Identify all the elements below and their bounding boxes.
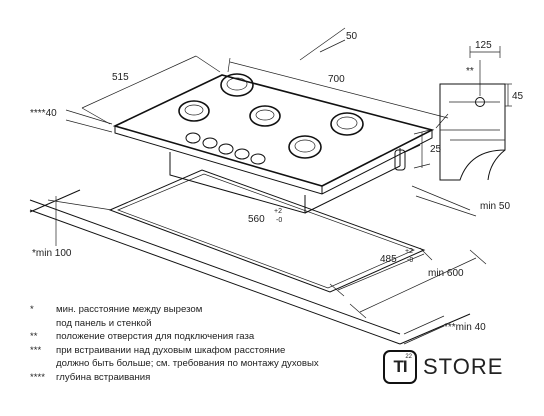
control-knobs	[185, 132, 266, 165]
detail-side-profile: 125 ** 45	[439, 40, 524, 181]
footnote-line: должно быть больше; см. требования по мо…	[56, 358, 319, 370]
footnote-item: * мин. расстояние между вырезом под панель…	[30, 303, 375, 330]
footnote-mark: ****	[30, 371, 45, 383]
dim-485-label: 485	[380, 254, 397, 265]
footnote-mark: ***	[30, 344, 42, 356]
dim-min600-label: min 600	[428, 268, 464, 279]
footnote-line: при встраивании над духовым шкафом расст…	[56, 344, 286, 356]
logo-superscript: 22	[405, 354, 412, 360]
logo-mark: TI	[393, 357, 407, 376]
dim-min100: *min 100	[32, 196, 113, 259]
dim-515-label: 515	[112, 72, 129, 83]
burner-front	[288, 135, 322, 159]
dim-560: 560 +2 -0	[248, 208, 282, 225]
footnote-line: глубина встраивания	[56, 371, 151, 383]
footnote-text: при встраивании над духовым шкафом расст…	[56, 344, 375, 371]
footnotes: * мин. расстояние между вырезом под панель…	[30, 303, 375, 385]
dim-50-top-label: 50	[346, 31, 358, 42]
burners	[178, 73, 364, 159]
footnote-item: ** положение отверстия для подключения га…	[30, 330, 375, 344]
dim-45-label: 45	[512, 91, 524, 102]
dim-min50: min 50	[411, 185, 510, 217]
dim-485-tol-minus: -0	[407, 257, 413, 264]
burner-right	[330, 112, 364, 136]
dim-485: 485 +2 -0	[329, 247, 433, 297]
dim-515: 515	[81, 55, 221, 125]
footnote-text: положение отверстия для подключения газа	[56, 330, 375, 344]
footnote-mark: *	[30, 304, 34, 315]
dim-560-tol-minus: -0	[276, 217, 282, 224]
dim-40-left: ****40	[30, 108, 113, 133]
footnote-text: мин. расстояние между вырезом под панель …	[56, 303, 375, 330]
dim-50-top: 50	[299, 27, 358, 61]
ti-store-logo: TI 22 STORE	[383, 350, 531, 384]
burner-left	[178, 100, 210, 122]
dim-25: 25	[413, 129, 442, 169]
dim-125-label: 125	[475, 40, 492, 51]
footnote-text: глубина встраивания	[56, 371, 375, 385]
footnote-line: положение отверстия для подключения газа	[56, 331, 255, 343]
logo-badge: TI 22	[383, 350, 417, 384]
footnote-line: под панель и стенкой	[56, 317, 152, 329]
dim-min40-label: ***min 40	[444, 322, 486, 333]
dim-25-label: 25	[430, 144, 442, 155]
dim-min600: min 600	[349, 249, 487, 319]
footnote-mark: **	[30, 331, 38, 343]
footnote-item: *** при встраивании над духовым шкафом ра…	[30, 344, 375, 371]
burner-large-back	[220, 73, 254, 97]
logo-word: STORE	[423, 354, 504, 379]
dim-min100-label: *min 100	[32, 248, 72, 259]
dim-min40: ***min 40	[403, 315, 486, 345]
dim-485-tol-plus: +2	[405, 248, 413, 255]
dim-700: 700	[227, 57, 449, 129]
footnote-item: **** глубина встраивания	[30, 371, 375, 385]
burner-center	[249, 105, 281, 127]
footnote-line: мин. расстояние между вырезом	[56, 304, 203, 315]
worktop-cutout	[108, 169, 426, 293]
dim-asterisk2-label: **	[466, 66, 474, 77]
dim-40-left-label: ****40	[30, 108, 57, 119]
dim-700-label: 700	[328, 74, 345, 85]
hob-body	[112, 74, 435, 214]
dim-min50-label: min 50	[480, 201, 510, 212]
dim-560-label: 560	[248, 214, 265, 225]
dim-560-tol-plus: +2	[274, 208, 282, 215]
